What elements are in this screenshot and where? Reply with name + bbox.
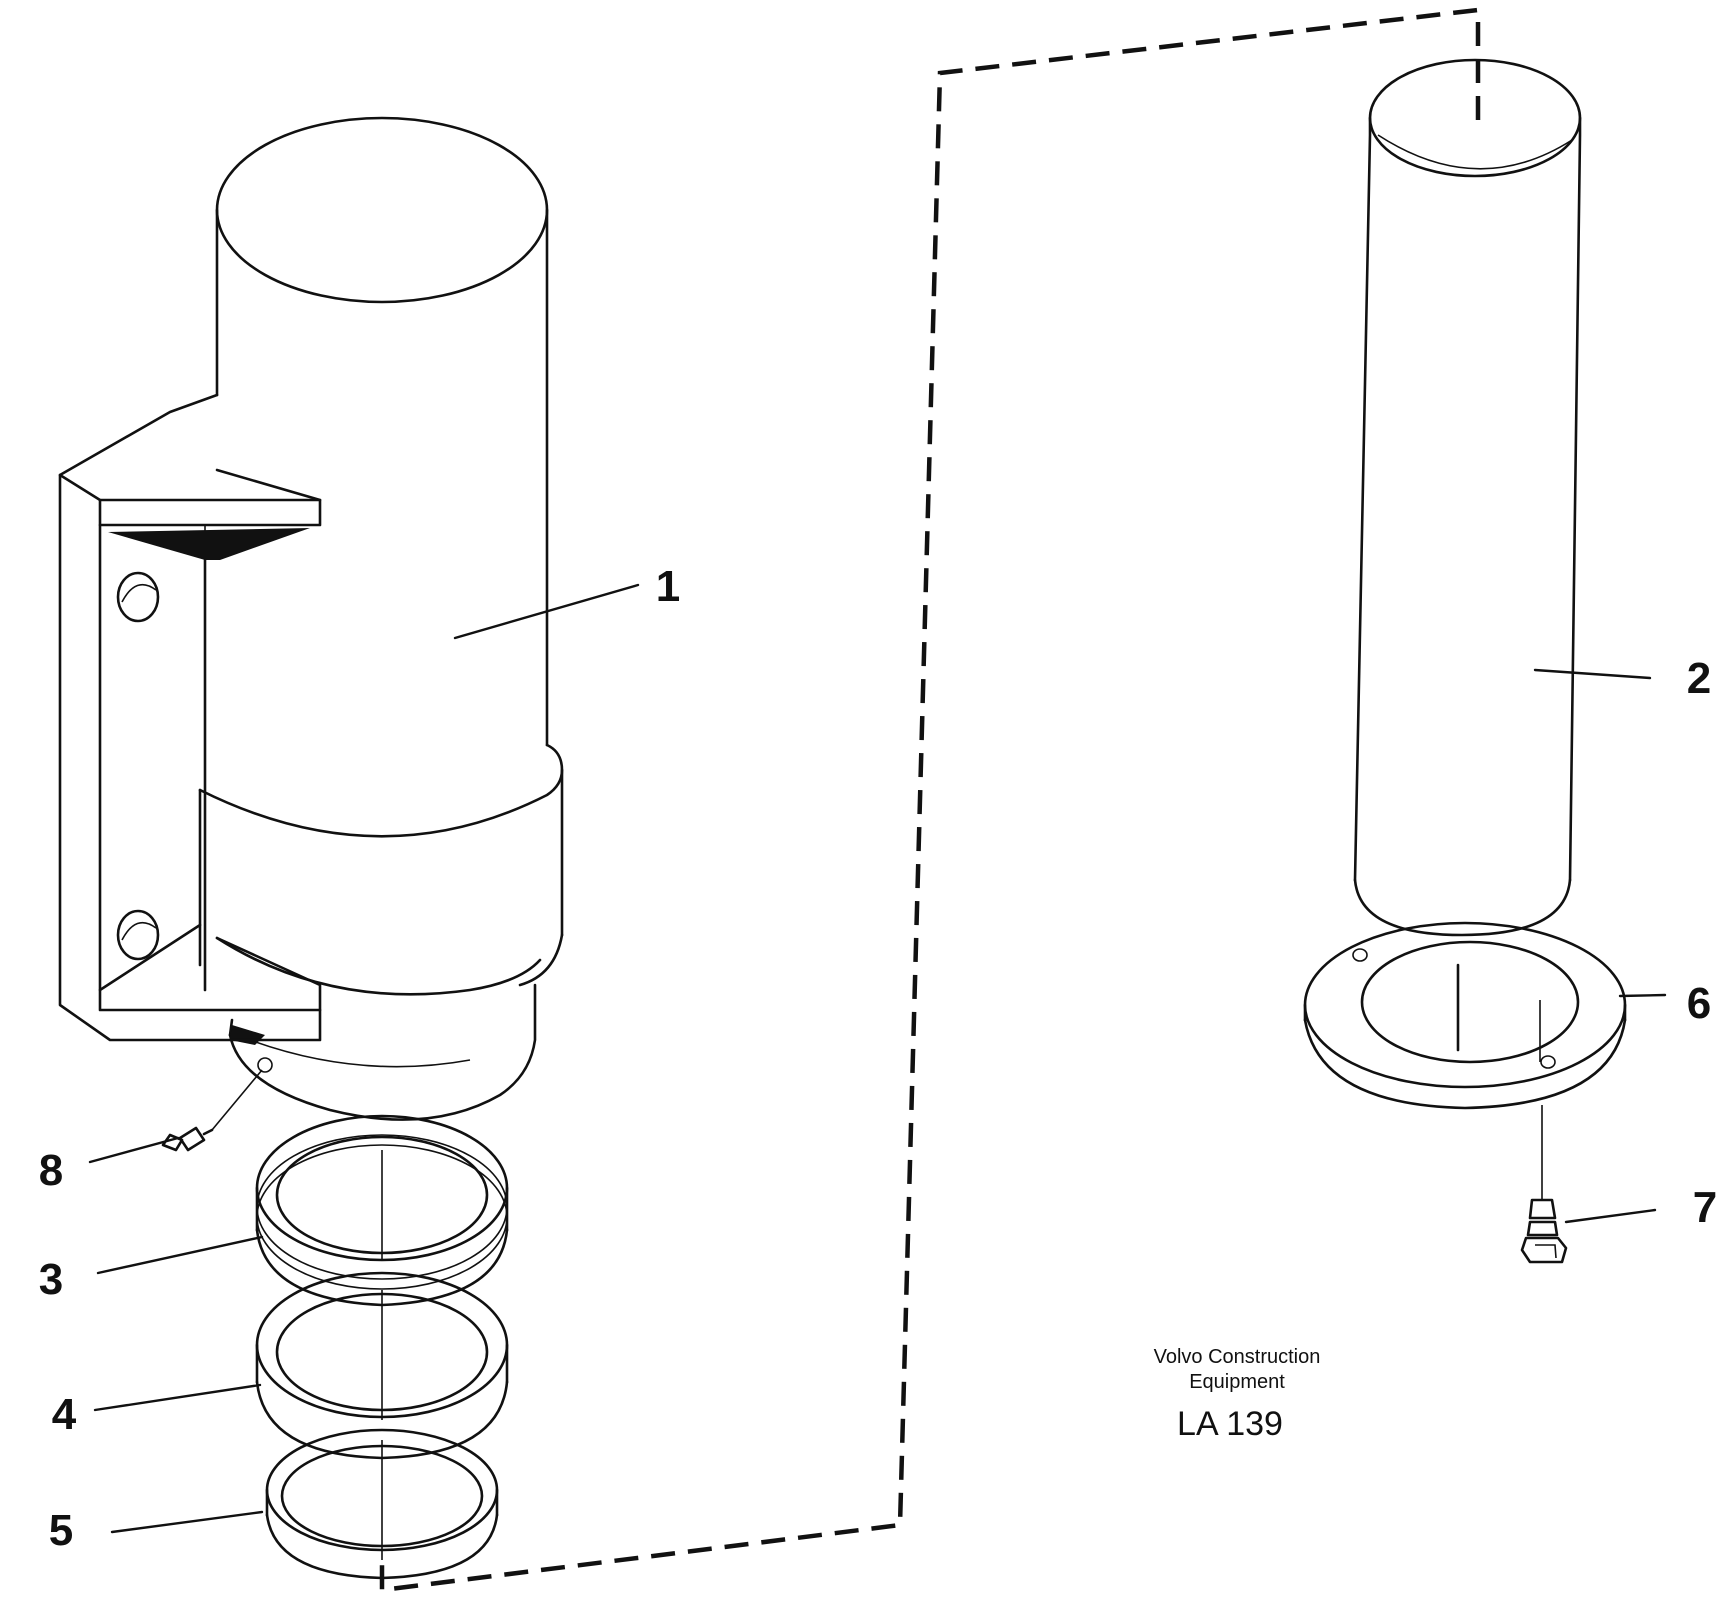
drawing-code: LA 139 (1177, 1405, 1283, 1443)
part-7-screw (1520, 1105, 1568, 1264)
callout-2: 2 (1687, 654, 1711, 703)
brand-line-2: Equipment (1189, 1371, 1285, 1393)
callout-8: 8 (39, 1146, 63, 1195)
part-1-housing (58, 116, 564, 1121)
part-6-washer (1303, 921, 1627, 1110)
callout-4: 4 (52, 1390, 77, 1439)
leader-lines (88, 583, 1667, 1534)
assembly-boundary (379, 7, 1481, 1593)
part-3-grooved-ring (255, 1114, 509, 1307)
part-5-thin-ring (265, 1428, 499, 1580)
callout-1: 1 (656, 562, 680, 611)
part-8-grease-nipple (161, 1069, 263, 1152)
callout-7: 7 (1693, 1183, 1717, 1232)
callout-6: 6 (1687, 979, 1711, 1028)
callout-3: 3 (39, 1255, 63, 1304)
brand-line-1: Volvo Construction (1154, 1346, 1321, 1368)
part-2-pin (1353, 58, 1582, 937)
callout-5: 5 (49, 1506, 73, 1555)
